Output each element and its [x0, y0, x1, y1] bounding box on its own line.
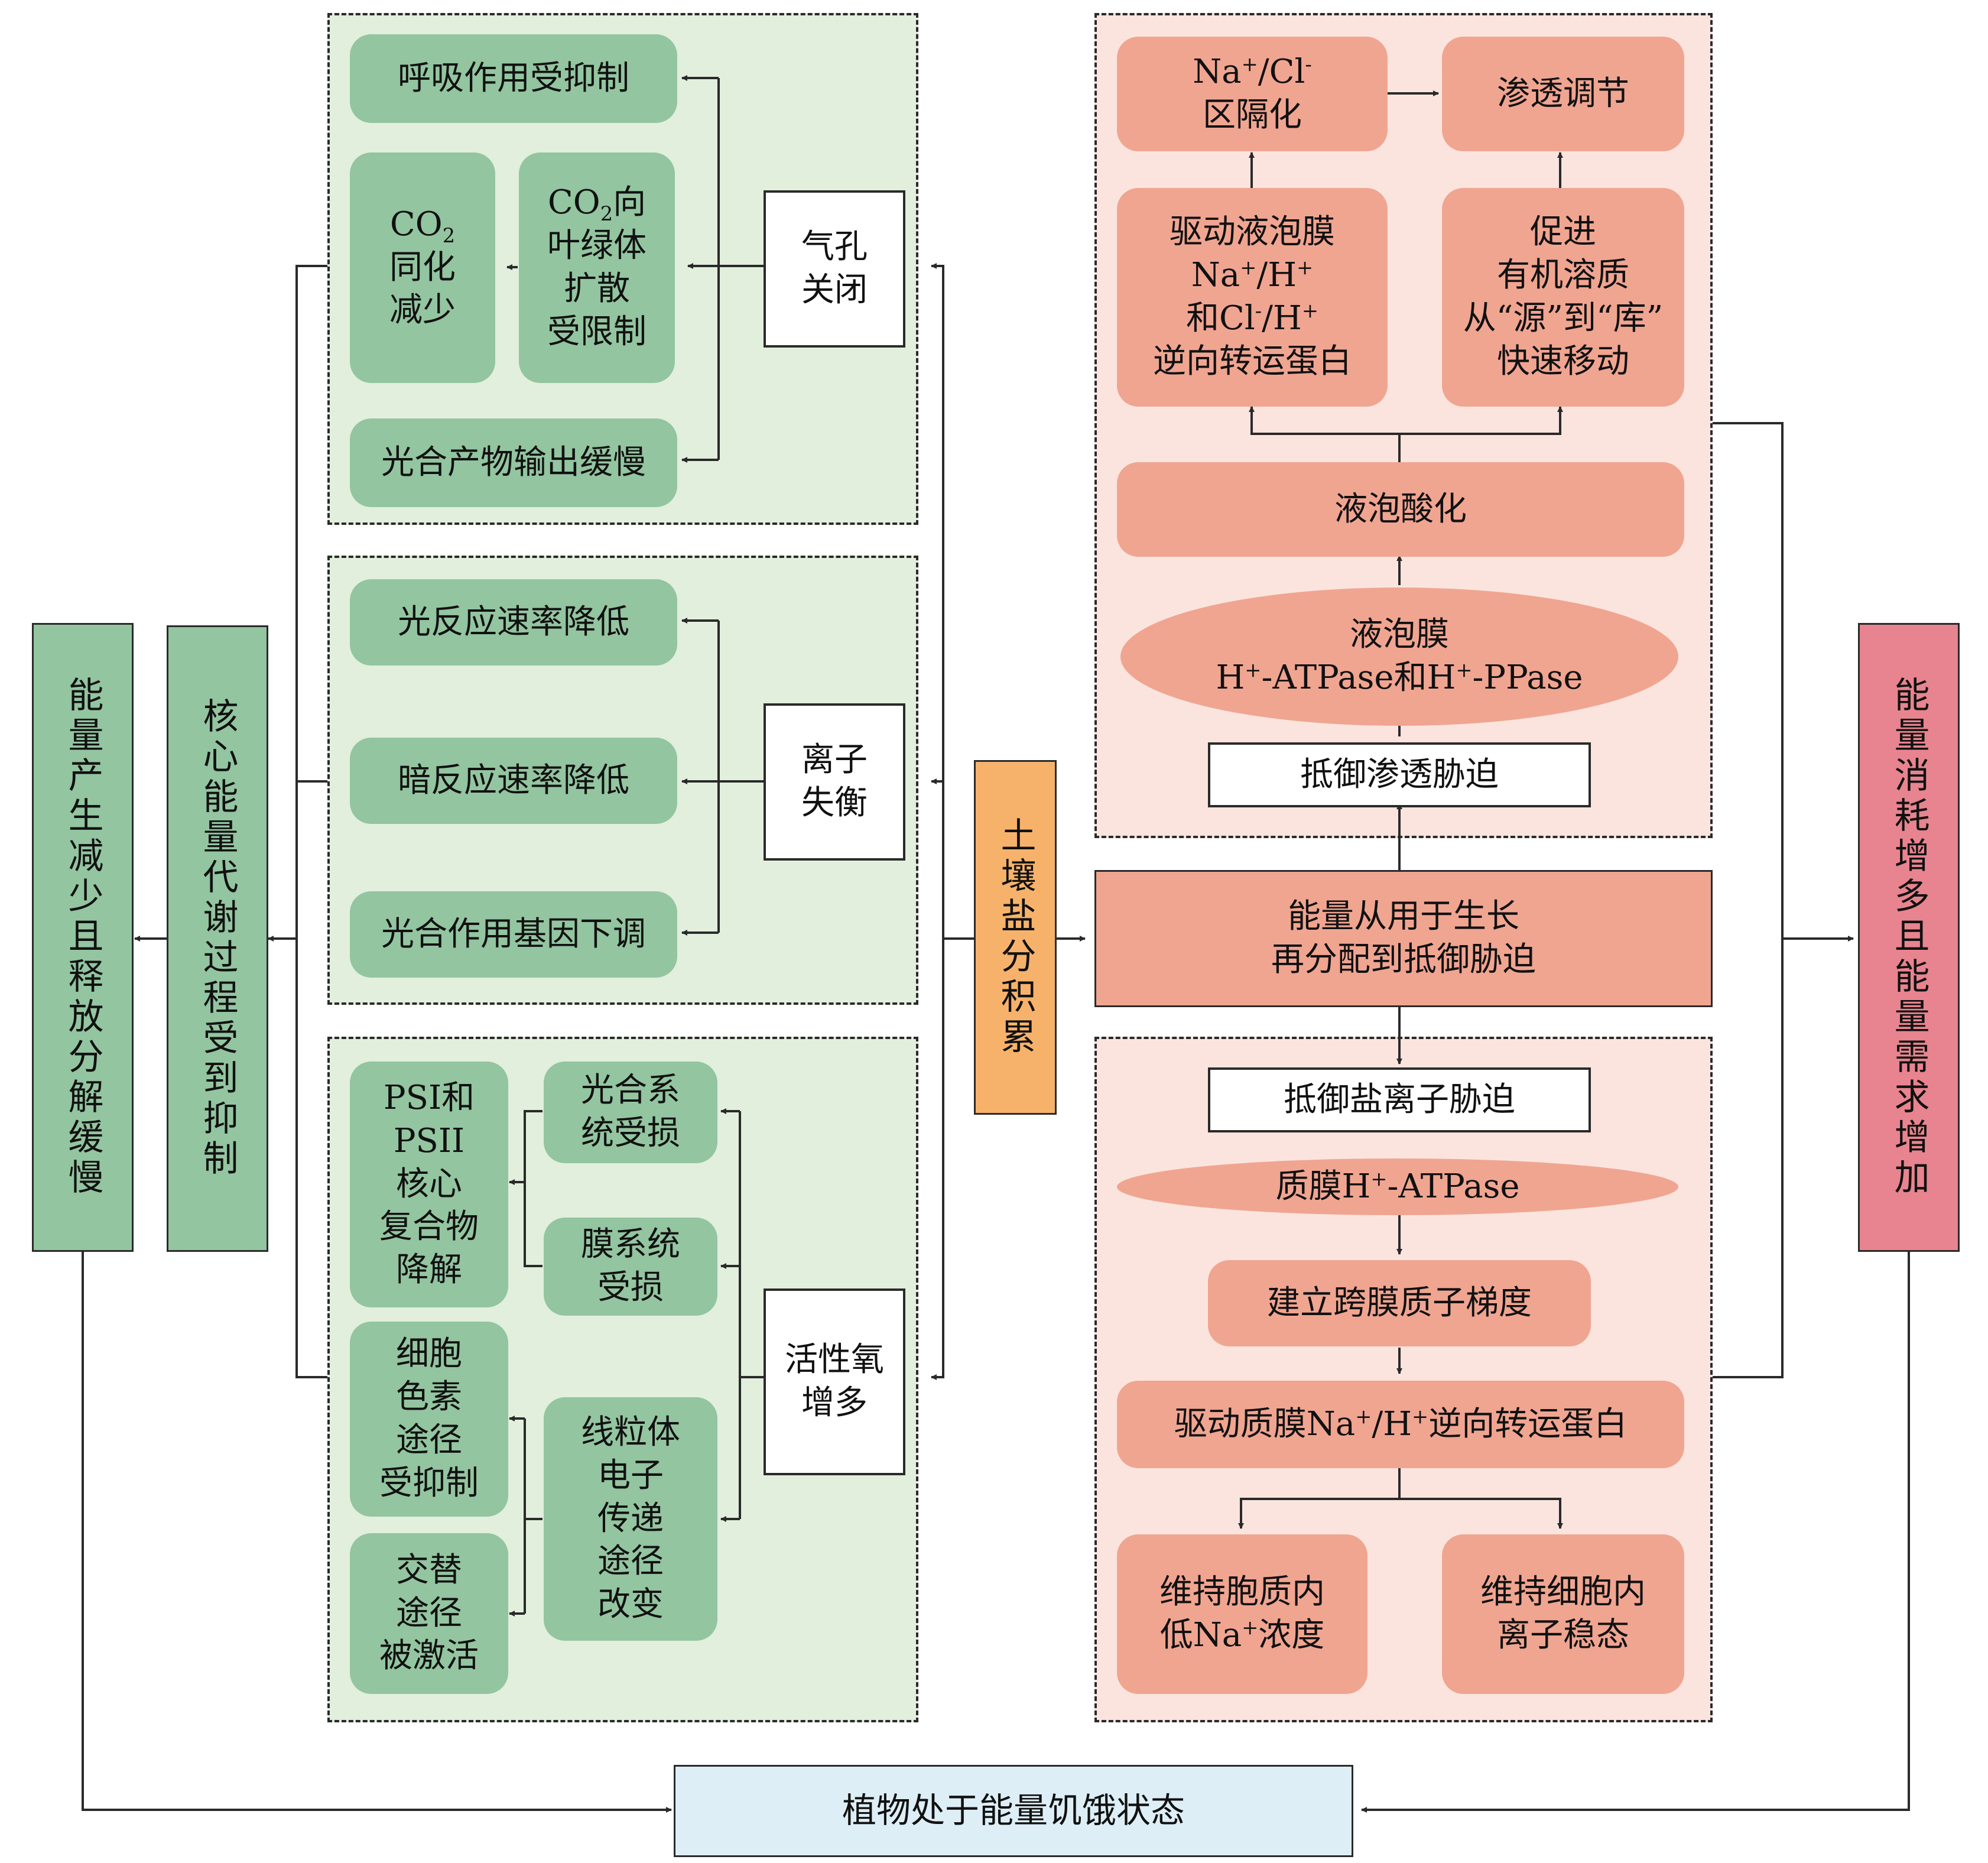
pm-atpase-label: 质膜H: [1275, 1167, 1371, 1206]
slash-symbol: /: [1256, 256, 1268, 295]
mitochondria-box: 线粒体 电子 传递 途径 改变: [544, 1397, 717, 1641]
connector: [931, 266, 944, 784]
plasma-membrane-atpase-ellipse: 质膜H+-ATPase: [1117, 1158, 1678, 1215]
plus-sup: +: [1412, 1404, 1429, 1428]
antiporter-line1: 驱动液泡膜: [1170, 213, 1335, 252]
cl-symbol: Cl: [1269, 53, 1305, 92]
pigment-pathway-box: 细胞 色素 途径 受抑制: [350, 1322, 508, 1517]
h-symbol: H: [1273, 299, 1302, 337]
salt-stress-box: 抵御盐离子胁迫: [1208, 1067, 1591, 1132]
proton-gradient-box: 建立跨膜质子梯度: [1208, 1260, 1591, 1346]
osmotic-adjustment-box: 渗透调节: [1442, 37, 1684, 151]
co2-assimilation-box: CO2 同化 减少: [350, 152, 495, 383]
pm-antiporter-tail: 逆向转运蛋白: [1428, 1404, 1628, 1443]
minus-sup: -: [1305, 53, 1312, 76]
plus-sup: +: [1370, 1167, 1388, 1190]
respiration-box: 呼吸作用受抑制: [350, 34, 677, 123]
co2-symbol: CO: [389, 205, 443, 244]
stomata-closure-box: 气孔 关闭: [764, 190, 905, 348]
connector: [295, 265, 327, 1378]
compartment-text: 区隔化: [1203, 96, 1302, 134]
plus-sup: +: [1297, 256, 1314, 280]
pm-antiporter-box: 驱动质膜Na+/H+逆向转运蛋白: [1117, 1381, 1684, 1468]
slash-symbol: /: [1262, 299, 1273, 337]
plus-sup: +: [1301, 299, 1318, 323]
energy-reallocation-box: 能量从用于生长 再分配到抵御胁迫: [1094, 870, 1713, 1007]
pm-atpase-text: -ATPase: [1387, 1167, 1520, 1206]
plus-sup: +: [1456, 658, 1473, 682]
co2-assim-text: 同化 减少: [389, 248, 456, 330]
energy-starvation-box: 植物处于能量饥饿状态: [674, 1765, 1353, 1857]
na-symbol: Na: [1193, 53, 1242, 92]
photosynthate-export-box: 光合产物输出缓慢: [350, 418, 677, 507]
osmotic-stress-box: 抵御渗透胁迫: [1208, 742, 1591, 807]
plus-sup: +: [1245, 658, 1262, 682]
h-symbol: H: [1383, 1404, 1412, 1443]
co2-subscript: 2: [442, 223, 456, 247]
low-na-line2-tail: 浓度: [1258, 1616, 1325, 1654]
tonoplast-antiporter-box: 驱动液泡膜 Na+/H+ 和Cl-/H+ 逆向转运蛋白: [1117, 188, 1388, 407]
antiporter-line3: 和Cl: [1186, 299, 1255, 337]
co2-subscript: 2: [600, 202, 613, 226]
energy-consumption-box: 能量消耗增多且能量需求增加: [1858, 623, 1960, 1252]
co2-diffusion-box: CO2向 叶绿体 扩散 受限制: [519, 152, 675, 383]
co2-diffusion-text: 叶绿体 扩散 受限制: [547, 226, 647, 351]
antiporter-line4: 逆向转运蛋白: [1153, 342, 1352, 381]
plus-sup: +: [1355, 1404, 1372, 1428]
slash-symbol: /: [1372, 1404, 1383, 1443]
gene-downregulation-box: 光合作用基因下调: [350, 891, 677, 978]
alternative-pathway-box: 交替 途径 被激活: [350, 1533, 508, 1694]
minus-sup: -: [1255, 299, 1262, 323]
h-symbol: H: [1216, 658, 1245, 697]
h-symbol: H: [1268, 256, 1297, 295]
tonoplast-ppase-text: -PPase: [1472, 658, 1583, 697]
soil-salt-box: 土壤盐分积累: [974, 760, 1057, 1115]
slash-symbol: /: [1258, 53, 1269, 92]
low-na-box: 维持胞质内 低Na+浓度: [1117, 1534, 1367, 1694]
ros-increase-box: 活性氧 增多: [764, 1288, 905, 1475]
core-metabolism-box: 核心能量代谢过程受到抑制: [167, 625, 268, 1252]
tonoplast-atpase-text: -ATPase和H: [1261, 658, 1456, 697]
co2-diffusion-lead: 向: [613, 183, 647, 222]
photosystem-damage-box: 光合系 统受损: [544, 1062, 717, 1163]
psi-psii-box: PSI和 PSII 核心 复合物 降解: [350, 1062, 508, 1307]
ion-homeostasis-box: 维持细胞内 离子稳态: [1442, 1534, 1684, 1694]
plus-sup: +: [1241, 53, 1258, 76]
connector: [931, 263, 974, 940]
compartmentalization-box: Na+/Cl- 区隔化: [1117, 37, 1388, 151]
energy-production-box: 能量产生减少且释放分解缓慢: [32, 623, 134, 1252]
low-na-line1: 维持胞质内: [1159, 1573, 1325, 1612]
membrane-damage-box: 膜系统 受损: [544, 1218, 717, 1316]
connector: [1713, 422, 1784, 1378]
ion-imbalance-box: 离子 失衡: [764, 703, 905, 861]
solute-transport-box: 促进 有机溶质 从“源”到“库” 快速移动: [1442, 188, 1684, 407]
co2-symbol: CO: [547, 183, 600, 222]
light-reaction-box: 光反应速率降低: [350, 579, 677, 666]
pm-antiporter-label: 驱动质膜Na: [1174, 1404, 1356, 1443]
tonoplast-label: 液泡膜: [1349, 615, 1449, 654]
low-na-line2: 低Na: [1159, 1616, 1242, 1654]
plus-sup: +: [1242, 1616, 1259, 1640]
plus-sup: +: [1240, 256, 1257, 280]
tonoplast-atpase-ellipse: 液泡膜 H+-ATPase和H+-PPase: [1120, 588, 1678, 726]
vacuole-acidification-box: 液泡酸化: [1117, 462, 1684, 557]
dark-reaction-box: 暗反应速率降低: [350, 738, 677, 824]
na-symbol: Na: [1191, 256, 1240, 295]
connector: [931, 939, 944, 1380]
